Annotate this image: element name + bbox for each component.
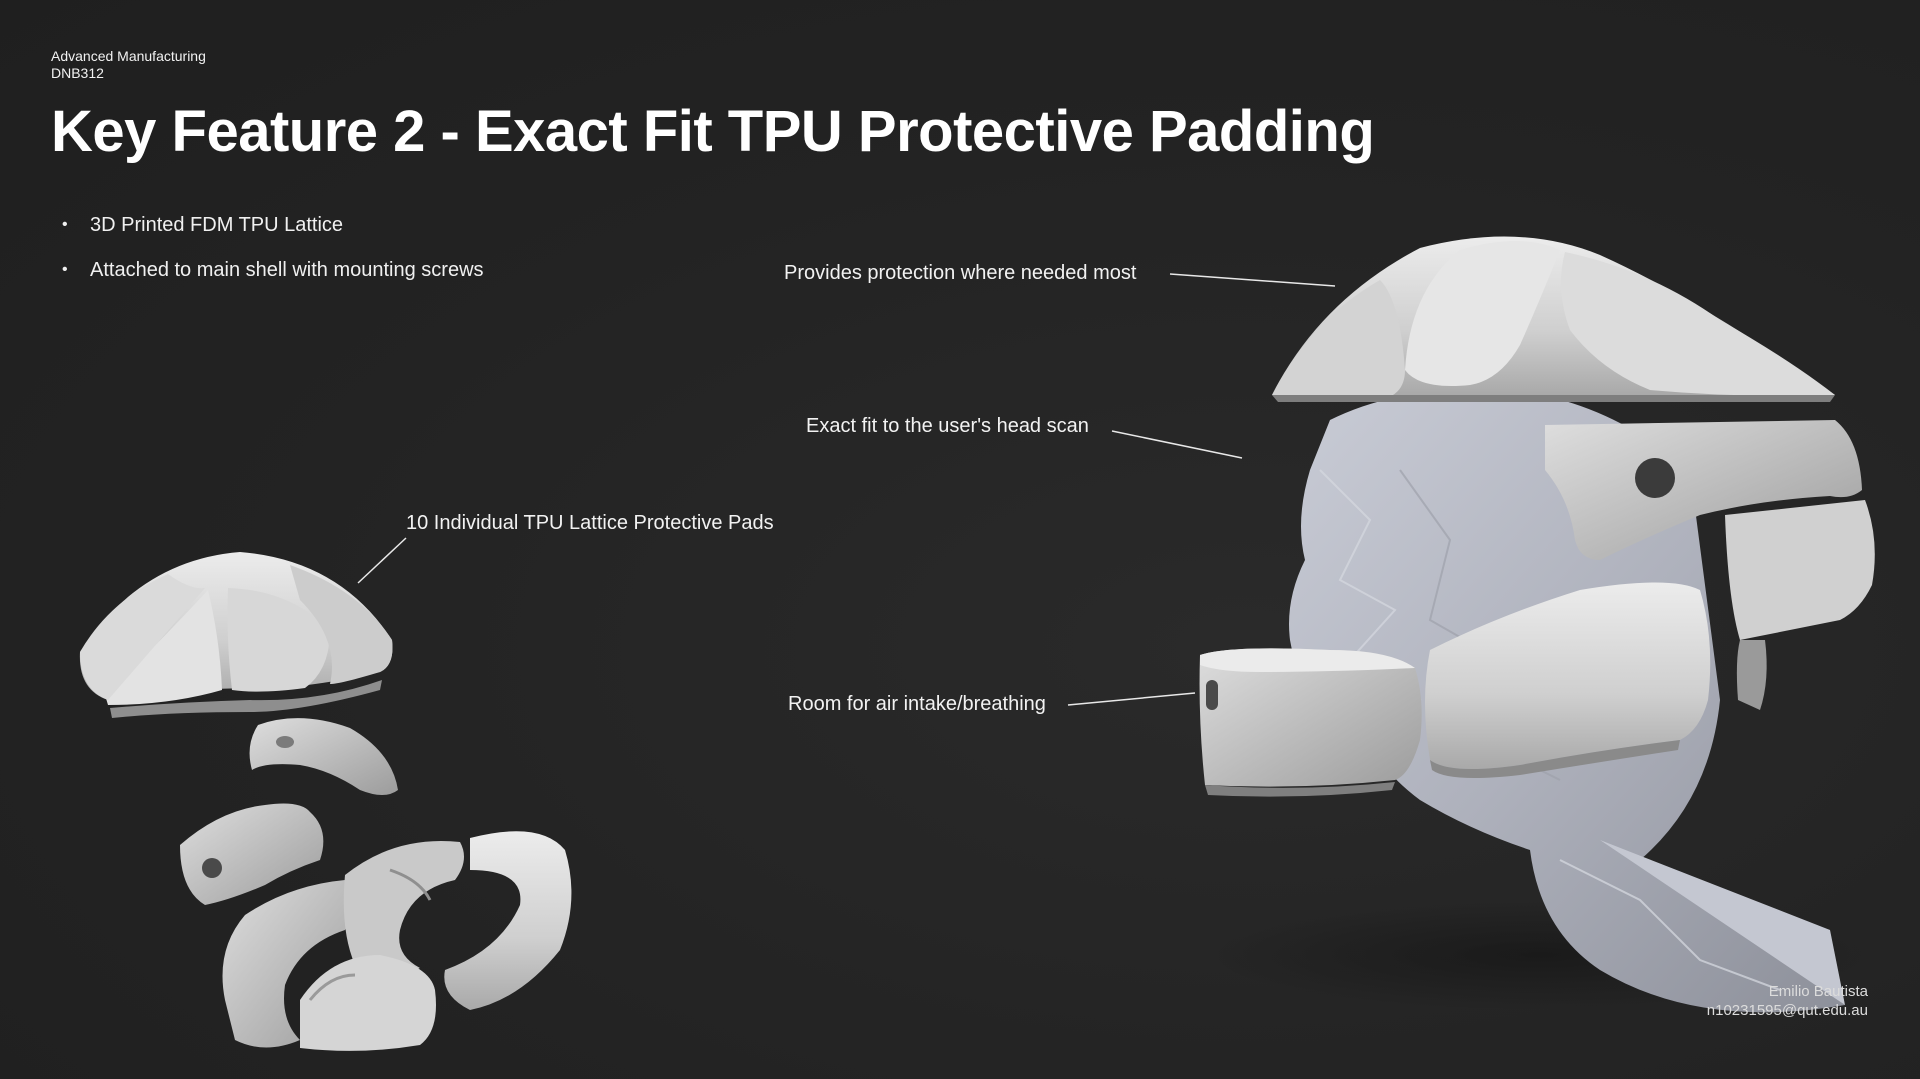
helmet-crown-pads: [1272, 236, 1835, 402]
assembled-helmet: [1067, 236, 1875, 1013]
fit-leader-line: [1111, 430, 1243, 459]
crown-edge: [1272, 395, 1835, 402]
side-band-shape: [1725, 500, 1875, 640]
callout-pads: 10 Individual TPU Lattice Protective Pad…: [406, 512, 774, 534]
helmet-side-band: [1725, 500, 1875, 710]
cheek-pad-shape: [1425, 582, 1711, 769]
callout-fit: Exact fit to the user's head scan: [806, 415, 1089, 437]
side-band-edge: [1736, 640, 1767, 710]
forehead-pad-shape: [249, 718, 398, 795]
author-name: Emilio Bautista: [1768, 983, 1868, 1000]
bullet-text: Attached to main shell with mounting scr…: [90, 259, 484, 281]
helmet-forehead-band: [1545, 420, 1862, 560]
exploded-pads: [79, 537, 572, 1051]
bullet-list: • 3D Printed FDM TPU Lattice • Attached …: [62, 210, 484, 300]
air-intake-icon: [1206, 680, 1218, 710]
bullet-dot-icon: •: [62, 216, 68, 233]
side-pad-shape: [180, 803, 324, 905]
mount-hole-icon: [1635, 458, 1675, 498]
pads-leader-line: [357, 537, 407, 584]
author-email: n10231595@qut.edu.au: [1706, 1002, 1868, 1019]
neck-facet: [1600, 840, 1845, 1005]
course-code: DNB312: [51, 65, 104, 81]
crown-right-pad: [1561, 252, 1835, 396]
slide-title: Key Feature 2 - Exact Fit TPU Protective…: [51, 99, 1375, 164]
scan-facet-lines: [1559, 859, 1781, 991]
crown-left-pad: [1272, 280, 1405, 401]
bullet-item: • 3D Printed FDM TPU Lattice: [62, 210, 484, 255]
pad-seam: [389, 868, 432, 901]
crown-pad-front-left: [105, 590, 222, 705]
cheek-pad-edge: [1430, 740, 1680, 779]
forehead-band-shape: [1545, 420, 1862, 560]
chin-pad-edge: [1205, 782, 1395, 797]
crown-pad-front-right: [227, 588, 330, 692]
lower-pad-chin: [300, 955, 436, 1051]
course-info: Advanced Manufacturing DNB312: [51, 48, 206, 82]
lower-pad-right: [444, 831, 572, 1010]
mount-hole-icon: [276, 736, 294, 748]
chin-pad-shape: [1199, 648, 1422, 787]
callout-protection: Provides protection where needed most: [784, 262, 1137, 284]
chin-pad-top: [1200, 648, 1415, 672]
lower-pad-center: [343, 840, 464, 976]
pad-seam: [308, 973, 356, 1001]
crown-pads: [79, 552, 393, 718]
callout-air: Room for air intake/breathing: [788, 693, 1046, 715]
bullet-item: • Attached to main shell with mounting s…: [62, 255, 484, 300]
course-name: Advanced Manufacturing: [51, 48, 206, 64]
bullet-dot-icon: •: [62, 261, 68, 278]
bullet-text: 3D Printed FDM TPU Lattice: [90, 214, 344, 236]
crown-pad-left: [80, 574, 205, 700]
crown-pad-right: [290, 565, 393, 684]
lower-pads: [222, 831, 572, 1051]
air-leader-line: [1067, 692, 1196, 706]
forehead-pad: [249, 718, 398, 795]
crown-pad-edge: [110, 680, 382, 718]
author-info: Emilio Bautista n10231595@qut.edu.au: [1707, 982, 1868, 1020]
crown-center-pad: [1405, 241, 1560, 386]
protection-leader-line: [1169, 273, 1336, 287]
helmet-cheek-pad: [1425, 582, 1711, 779]
mount-hole-icon: [202, 858, 222, 878]
lower-pad-left: [222, 880, 353, 1048]
helmet-chin-pad: [1199, 648, 1422, 797]
side-pad: [180, 803, 324, 905]
